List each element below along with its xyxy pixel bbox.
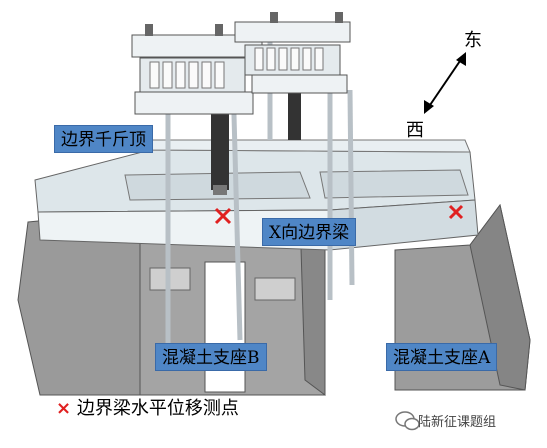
compass-arrow-icon: [424, 52, 466, 114]
legend-text: 边界梁水平位移测点: [76, 398, 239, 419]
beam-label: X向边界梁: [262, 218, 357, 246]
jack-cylinders: [211, 92, 301, 195]
compass-east: 东: [464, 30, 482, 51]
wechat-icon: [395, 411, 420, 431]
support-b-label: 混凝土支座B: [155, 343, 267, 371]
jack-label: 边界千斤顶: [54, 125, 153, 153]
watermark: 陆新征课题组: [418, 415, 497, 430]
support-a-label: 混凝土支座A: [386, 343, 498, 371]
boundary-beam-shape: [34, 139, 479, 251]
loading-frame: [131, 12, 351, 115]
displacement-measuring-points: [214, 204, 464, 225]
compass-west: 西: [406, 120, 424, 141]
legend: × 边界梁水平位移测点: [56, 394, 239, 420]
legend-marker-icon: ×: [56, 398, 72, 419]
